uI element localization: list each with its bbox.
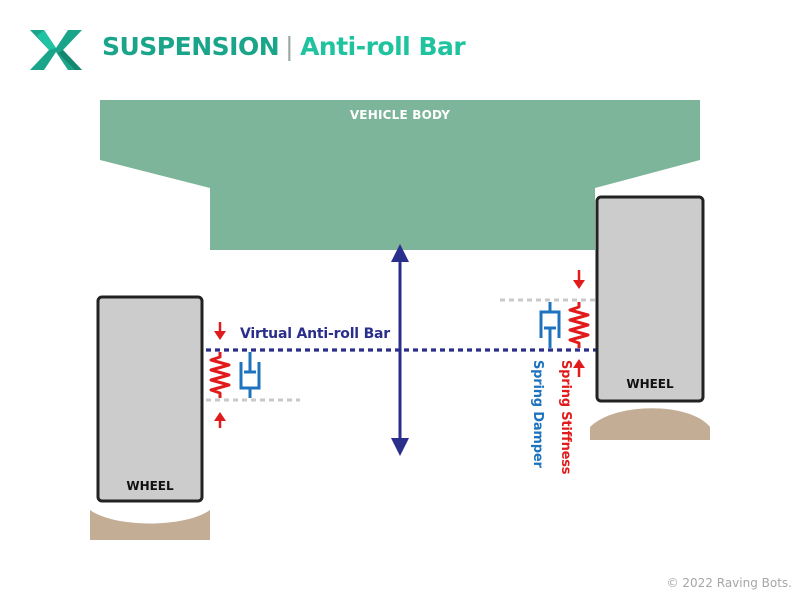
- title-category: SUSPENSION: [102, 32, 280, 61]
- left-stiffness-arrows-icon: [214, 322, 226, 428]
- spring-damper-label: Spring Damper: [530, 360, 545, 468]
- right-wheel: [595, 195, 705, 403]
- right-spring-icon: [568, 302, 590, 348]
- title-separator: |: [285, 32, 294, 61]
- title-topic: Anti-roll Bar: [300, 32, 466, 61]
- brand-logo-icon: [30, 30, 82, 70]
- vehicle-body-label: VEHICLE BODY: [349, 108, 451, 122]
- left-spring-icon: [209, 352, 231, 398]
- right-wheel-label: WHEEL: [626, 377, 674, 391]
- left-wheel: [96, 295, 204, 503]
- spring-stiffness-label: Spring Stiffness: [558, 360, 573, 475]
- virtual-anti-roll-bar-label: Virtual Anti-roll Bar: [240, 326, 390, 342]
- left-damper-icon: [239, 352, 261, 398]
- left-ground: [90, 510, 210, 540]
- right-ground: [590, 408, 710, 440]
- page-title: SUSPENSION|Anti-roll Bar: [102, 32, 466, 61]
- right-stiffness-arrows-icon: [573, 270, 585, 377]
- right-damper-icon: [539, 302, 561, 348]
- vehicle-body: [100, 100, 700, 250]
- left-wheel-label: WHEEL: [126, 479, 174, 493]
- copyright-notice: © 2022 Raving Bots.: [666, 576, 792, 590]
